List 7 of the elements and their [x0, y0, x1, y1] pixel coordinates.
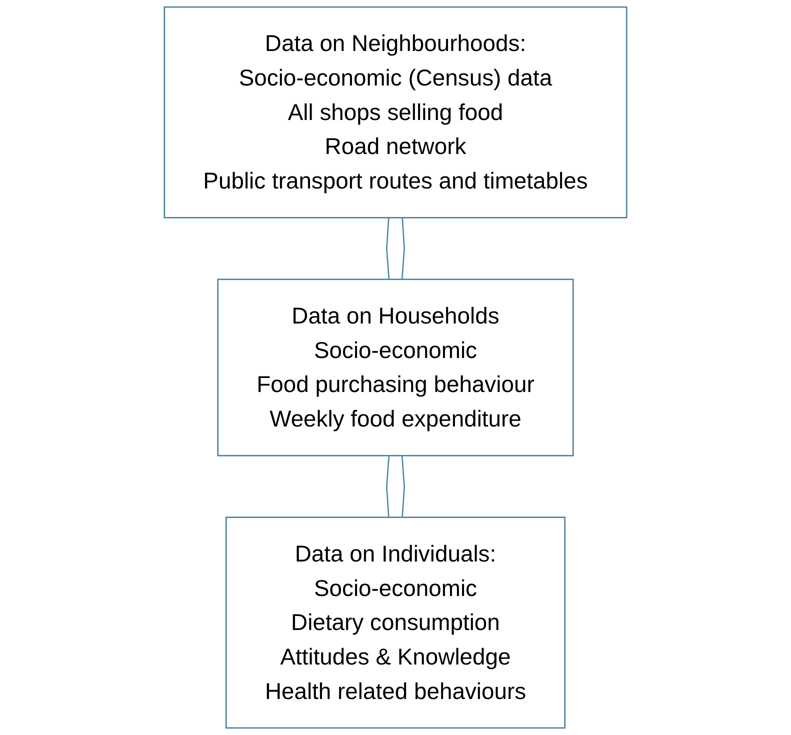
connector — [386, 218, 390, 280]
connector — [386, 456, 390, 518]
connector — [401, 218, 405, 280]
node-box: Data on Households Socio-economic Food purchasing behaviour Weekly food expenditure — [217, 278, 574, 456]
node-box: Data on Individuals: Socio-economic Dietary consumption Attitudes & Knowledge Health related behaviours — [226, 516, 566, 729]
node-box: Data on Neighbourhoods: Socio-economic (Census) data All shops selling food Road network Public transport routes and timetables — [164, 6, 628, 218]
connector — [401, 456, 405, 518]
